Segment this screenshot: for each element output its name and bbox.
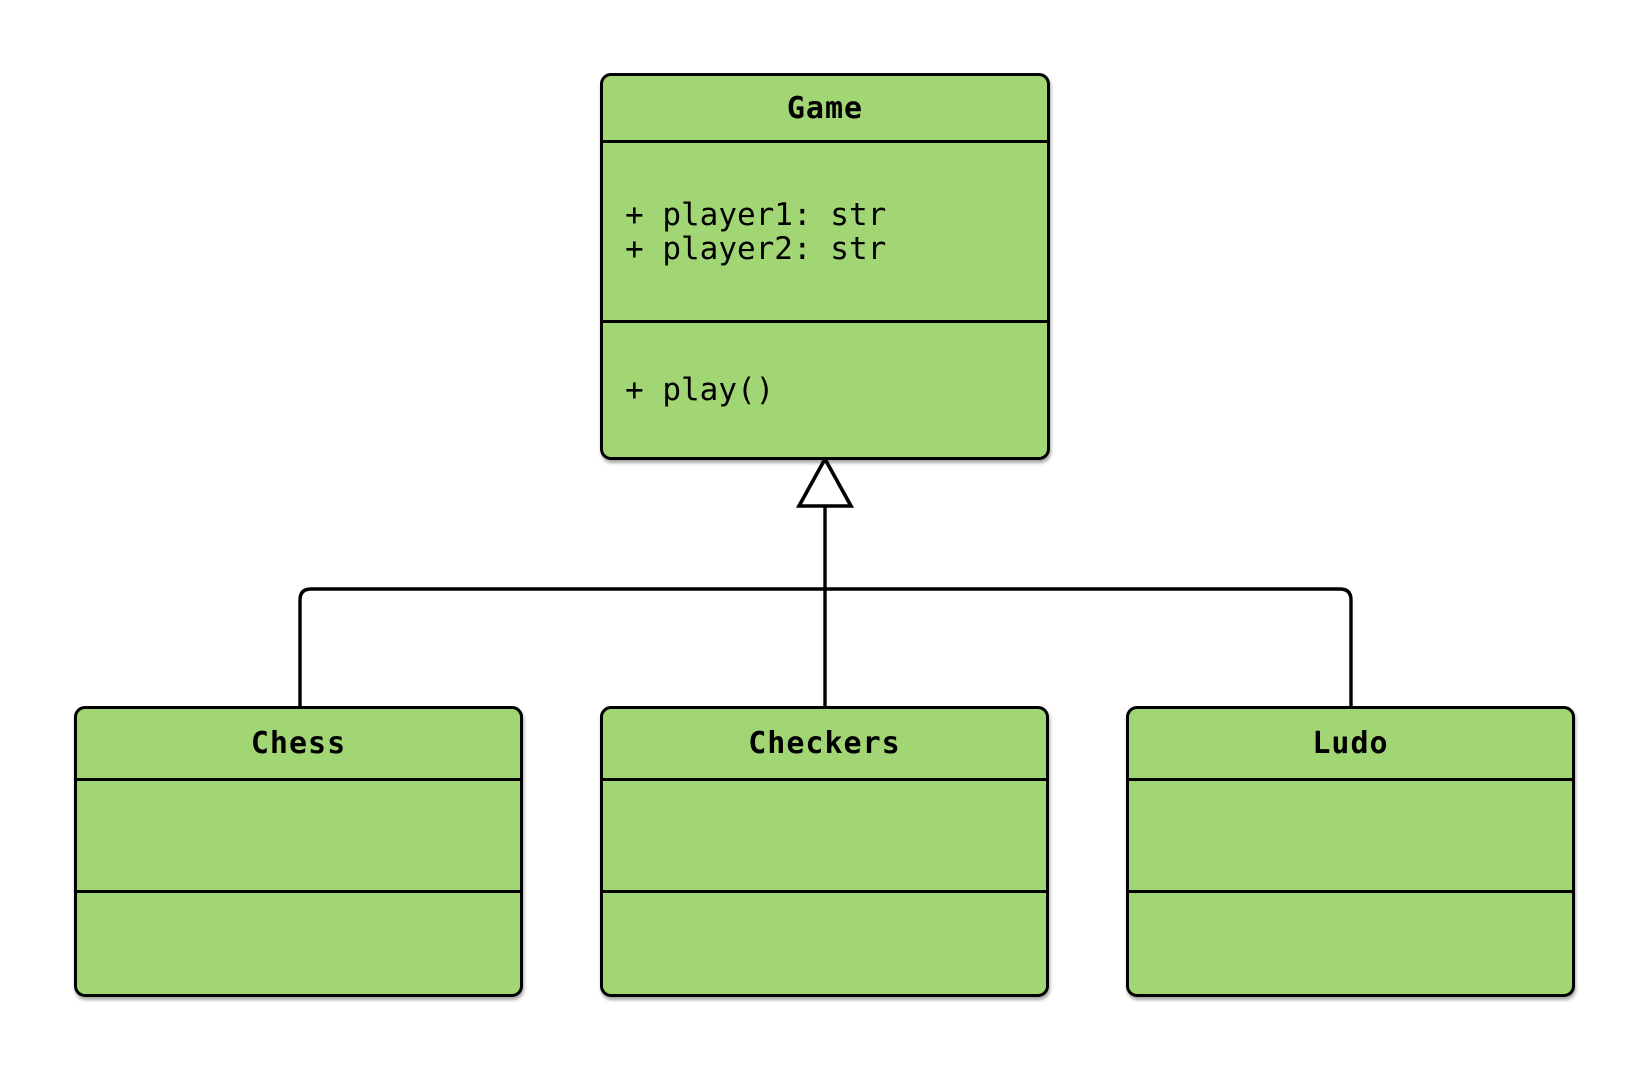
attribute-line: + player1: str xyxy=(625,196,887,233)
class-box-game: Game + player1: str + player2: str + pla… xyxy=(600,73,1050,460)
class-box-chess: Chess xyxy=(74,706,523,997)
class-attributes xyxy=(77,778,520,890)
inheritance-triangle-icon xyxy=(795,455,855,508)
class-methods xyxy=(1129,890,1572,994)
class-title: Chess xyxy=(250,726,347,761)
class-box-checkers: Checkers xyxy=(600,706,1049,997)
class-methods xyxy=(77,890,520,994)
method-line: + play() xyxy=(625,372,775,408)
class-box-ludo: Ludo xyxy=(1126,706,1575,997)
class-attributes xyxy=(1129,778,1572,890)
class-methods xyxy=(603,890,1046,994)
class-title: Ludo xyxy=(1312,726,1389,761)
class-title: Checkers xyxy=(748,726,901,761)
attribute-line: + player2: str xyxy=(625,230,887,267)
class-attributes: + player1: str + player2: str xyxy=(603,140,1047,320)
class-attributes xyxy=(603,778,1046,890)
class-methods: + play() xyxy=(603,320,1047,457)
class-title: Game xyxy=(786,90,864,126)
connector-branch-rail xyxy=(298,587,1353,707)
